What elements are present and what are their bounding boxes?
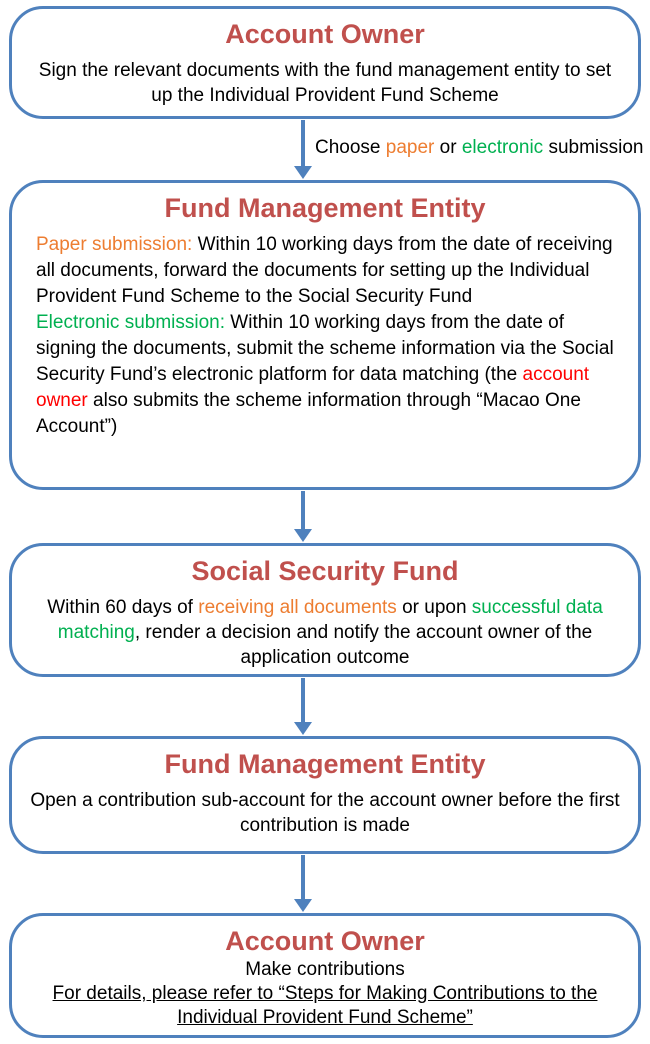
step-5-note: For details, please refer to “Steps for …: [52, 983, 598, 1028]
account-owner-highlight: account owner: [36, 364, 590, 411]
step-account-owner-contribute: Account Owner Make contributions For det…: [9, 913, 641, 1038]
electronic-submission-text-2: also submits the scheme information thro…: [36, 390, 581, 437]
arrow-down-1: [294, 120, 312, 179]
step-5-body: Make contributions: [245, 959, 405, 980]
arrow-stem: [301, 855, 305, 899]
step-social-security-fund-decision: Social Security Fund Within 60 days of r…: [9, 543, 641, 677]
step-account-owner-sign: Account Owner Sign the relevant document…: [9, 6, 641, 119]
arrow-label-text-mid: or: [434, 137, 462, 158]
step-3-text-2: or upon: [396, 597, 472, 618]
step-2-body: Paper submission: Within 10 working days…: [12, 232, 638, 440]
step-1-title: Account Owner: [225, 19, 425, 49]
receiving-documents-highlight: receiving all documents: [198, 597, 397, 618]
arrow-head-icon: [294, 899, 312, 912]
arrow-label-text-pre: Choose: [315, 137, 386, 158]
arrow-stem: [301, 120, 305, 166]
step-3-body: Within 60 days of receiving all document…: [12, 595, 638, 670]
arrow-head-icon: [294, 722, 312, 735]
step-5-title: Account Owner: [225, 926, 425, 956]
arrow-label-text-post: submission: [543, 137, 644, 158]
step-4-title: Fund Management Entity: [164, 749, 486, 779]
step-4-body: Open a contribution sub-account for the …: [30, 790, 620, 836]
arrow-stem: [301, 678, 305, 722]
arrow-down-4: [294, 855, 312, 912]
step-fund-management-subaccount: Fund Management Entity Open a contributi…: [9, 736, 641, 854]
step-3-title: Social Security Fund: [191, 556, 459, 586]
paper-submission-label: Paper submission:: [36, 234, 193, 255]
arrow-down-2: [294, 491, 312, 542]
arrow-stem: [301, 491, 305, 529]
arrow-head-icon: [294, 166, 312, 179]
data-matching-highlight: successful data matching: [57, 597, 603, 643]
electronic-submission-text-1: Within 10 working days from the date of …: [36, 312, 614, 385]
paper-submission-text: Within 10 working days from the date of …: [36, 234, 613, 307]
step-1-body: Sign the relevant documents with the fun…: [38, 60, 612, 106]
step-fund-management-submission: Fund Management Entity Paper submission:…: [9, 180, 641, 490]
arrow-label-paper: paper: [385, 137, 435, 158]
electronic-submission-label: Electronic submission:: [36, 312, 226, 333]
step-3-text-1: Within 60 days of: [47, 597, 199, 618]
step-3-text-3: , render a decision and notify the accou…: [134, 622, 593, 668]
arrow-label-electronic: electronic: [461, 137, 544, 158]
step-2-title: Fund Management Entity: [164, 193, 486, 223]
arrow-1-label: Choose paper or electronic submission: [315, 135, 644, 160]
arrow-head-icon: [294, 529, 312, 542]
arrow-down-3: [294, 678, 312, 735]
